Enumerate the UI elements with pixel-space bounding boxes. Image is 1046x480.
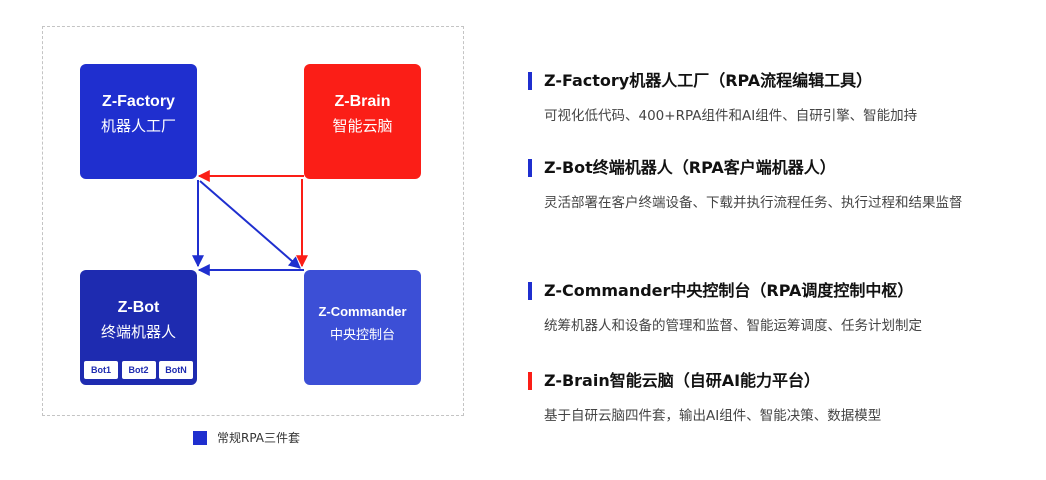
legend-swatch <box>193 430 207 445</box>
z-brain-name: Z-Brain <box>334 93 391 110</box>
item-desc: 可视化低代码、400+RPA组件和AI组件、自研引擎、智能加持 <box>544 108 918 124</box>
item-title: Z-Brain智能云脑（自研AI能力平台） <box>544 371 821 390</box>
item-desc: 基于自研云脑四件套，输出AI组件、智能决策、数据模型 <box>544 408 882 424</box>
item-accent-bar <box>528 72 532 90</box>
z-bot-box: Z-Bot 终端机器人 Bot1 Bot2 BotN <box>80 270 197 385</box>
z-commander-name: Z-Commander <box>318 304 407 319</box>
z-factory-name: Z-Factory <box>102 93 175 110</box>
item-title: Z-Factory机器人工厂（RPA流程编辑工具） <box>544 71 873 90</box>
z-bot-sub: 终端机器人 <box>100 323 176 341</box>
z-factory-box: Z-Factory 机器人工厂 <box>80 64 197 179</box>
bot-chip-n: BotN <box>159 361 193 379</box>
bot-chip-1: Bot1 <box>84 361 118 379</box>
z-brain-sub: 智能云脑 <box>332 117 393 135</box>
item-desc: 灵活部署在客户终端设备、下载并执行流程任务、执行过程和结果监督 <box>544 195 963 211</box>
item-title: Z-Commander中央控制台（RPA调度控制中枢） <box>544 281 914 300</box>
z-commander-box: Z-Commander 中央控制台 <box>304 270 421 385</box>
item-accent-bar <box>528 372 532 390</box>
item-accent-bar <box>528 159 532 177</box>
diagram-frame <box>42 26 464 416</box>
arrow-factory-to-commander <box>199 180 301 269</box>
item-title: Z-Bot终端机器人（RPA客户端机器人） <box>544 158 836 177</box>
z-brain-box: Z-Brain 智能云脑 <box>304 64 421 179</box>
z-factory-sub: 机器人工厂 <box>100 117 176 135</box>
bot-chips: Bot1 Bot2 BotN <box>84 361 193 379</box>
bot-chip-2: Bot2 <box>121 361 156 379</box>
item-desc: 统筹机器人和设备的管理和监督、智能运筹调度、任务计划制定 <box>544 318 922 334</box>
z-commander-sub: 中央控制台 <box>329 328 395 343</box>
z-bot-name: Z-Bot <box>117 299 160 316</box>
legend-label: 常规RPA三件套 <box>217 431 301 445</box>
item-accent-bar <box>528 282 532 300</box>
legend: 常规RPA三件套 <box>193 429 300 446</box>
